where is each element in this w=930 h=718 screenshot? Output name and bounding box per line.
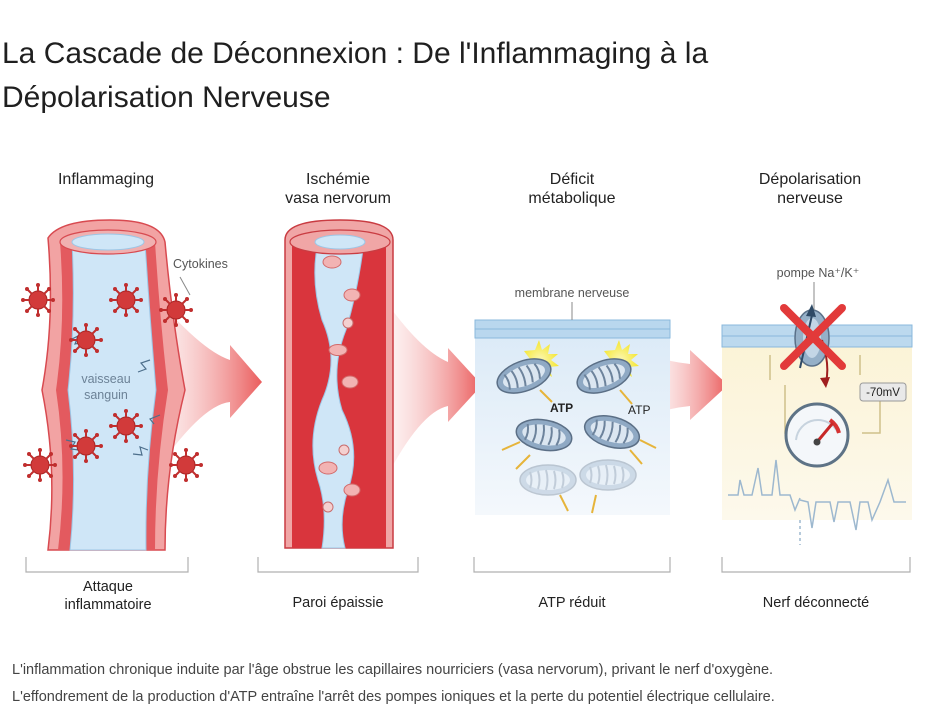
stage-brackets xyxy=(25,557,911,573)
atp-label-2: ATP xyxy=(628,403,650,417)
stage-1-outcome-line-2: inflammatoire xyxy=(64,597,151,613)
cascade-diagram: Inflammaging Ischémie vasa nervorum Défi… xyxy=(20,171,913,613)
ischemic-vessel xyxy=(284,219,394,549)
depolarisation-panel: pompe Na⁺/K⁺ -70mV xyxy=(721,266,913,545)
voltage-gauge xyxy=(784,402,850,468)
stage-4-title-line-1: Dépolarisation xyxy=(759,171,861,188)
figure-caption: L'inflammation chronique induite par l'â… xyxy=(12,657,922,711)
caption-line-1: L'inflammation chronique induite par l'â… xyxy=(12,662,774,678)
voltage-badge xyxy=(859,382,907,402)
vessel-label-line-2: sanguin xyxy=(84,388,128,402)
pump-label: pompe Na⁺/K⁺ xyxy=(777,266,860,280)
stage-3-title-line-1: Déficit xyxy=(550,171,595,188)
stage-4-title-line-2: nerveuse xyxy=(777,190,843,207)
transition-arrow-2 xyxy=(385,300,482,480)
cytokines-label: Cytokines xyxy=(173,257,228,271)
voltage-value: -70mV xyxy=(866,387,900,399)
stage-1-title: Inflammaging xyxy=(58,171,154,188)
stage-4-outcome: Nerf déconnecté xyxy=(763,595,869,611)
membrane-potential-trace xyxy=(728,459,906,545)
stage-3-title-line-2: métabolique xyxy=(528,190,615,207)
vessel-label-line-1: vaisseau xyxy=(81,372,130,386)
stage-1-outcome-line-1: Attaque xyxy=(83,579,133,595)
membrane-label: membrane nerveuse xyxy=(515,286,630,300)
transition-arrow-1 xyxy=(150,290,262,480)
stage-3-outcome: ATP réduit xyxy=(538,595,605,611)
mitochondria: ATP ATP xyxy=(491,340,657,514)
stage-2-title-line-1: Ischémie xyxy=(306,171,370,188)
caption-line-2: L'effondrement de la production d'ATP en… xyxy=(12,689,775,705)
inflamed-vessel: vaisseau sanguin xyxy=(41,219,186,551)
stage-2-outcome: Paroi épaissie xyxy=(292,595,383,611)
nerve-membrane-panel: membrane nerveuse xyxy=(474,286,671,515)
page-title: La Cascade de Déconnexion : De l'Inflamm… xyxy=(2,37,709,114)
stage-2-title-line-2: vasa nervorum xyxy=(285,190,391,207)
atp-label-1: ATP xyxy=(550,401,573,415)
pump-failure-cross xyxy=(780,304,846,370)
